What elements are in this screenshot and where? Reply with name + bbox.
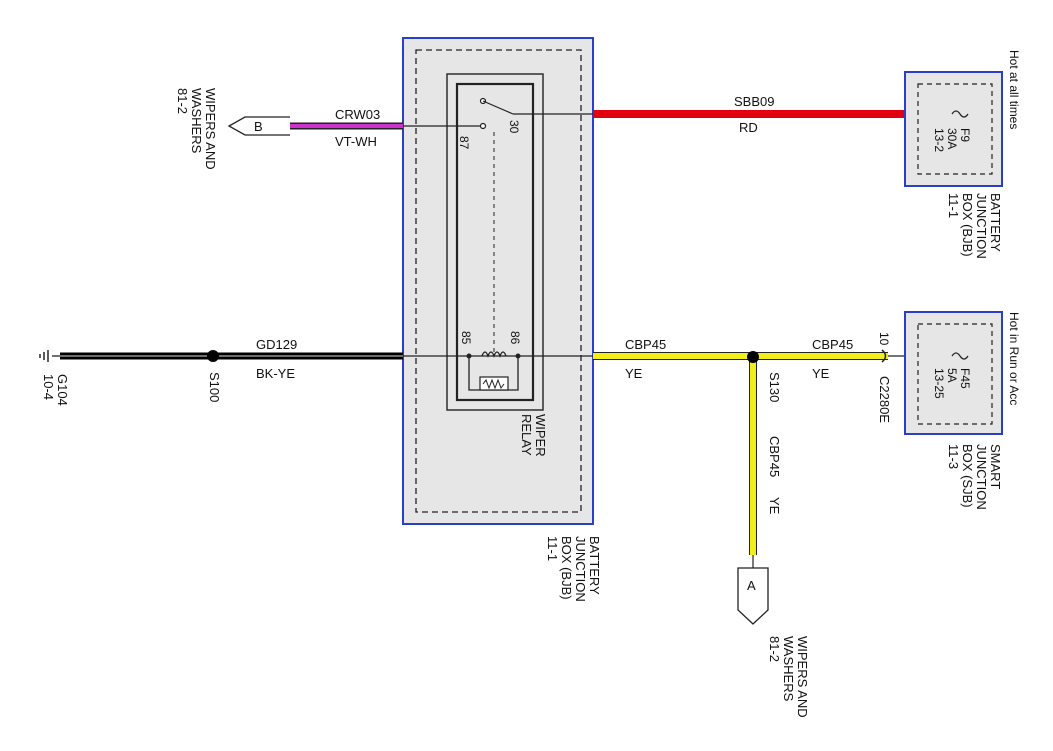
relay-coil-icon [481, 351, 507, 358]
svg-text:WIPER: WIPER [533, 414, 548, 457]
cbp45-mid-circuit-label: CBP45 [625, 337, 666, 352]
svg-text:11-1: 11-1 [545, 536, 560, 561]
cbp45-right-circuit-label: CBP45 [812, 337, 853, 352]
cbp45-down-color-label: YE [767, 497, 782, 515]
cbp45-mid-color-label: YE [625, 366, 643, 381]
svg-text:BATTERY: BATTERY [587, 536, 602, 595]
svg-text:SMART: SMART [988, 444, 1003, 489]
connector-c2280e-pin: 10 [877, 332, 891, 346]
relay-resistor-icon [479, 376, 509, 391]
cbp45-right-color-label: YE [812, 366, 830, 381]
sbb09-circuit-label: SBB09 [734, 94, 774, 109]
ground-g104-label: G104 10-4 [41, 374, 70, 406]
relay-pin-87-dot [479, 122, 487, 130]
relay-pin-86-label: 86 [508, 331, 522, 345]
gd129-color-label: BK-YE [256, 366, 295, 381]
svg-text:11-1: 11-1 [946, 193, 961, 218]
relay-pin-87-label: 87 [457, 136, 471, 150]
svg-text:RELAY: RELAY [519, 414, 534, 456]
splice-s100-label: S100 [207, 372, 222, 402]
connector-a-letter: A [747, 578, 756, 593]
svg-text:WIPERS AND: WIPERS AND [795, 636, 810, 718]
bjb-fuse-box [904, 71, 1003, 187]
svg-text:81-2: 81-2 [175, 88, 190, 114]
svg-text:30A: 30A [945, 128, 959, 149]
wiper-relay-outer [446, 73, 544, 411]
svg-text:81-2: 81-2 [767, 636, 782, 662]
connector-b-label: 81-2 WASHERS WIPERS AND [175, 88, 218, 170]
sjb-fuse-box [904, 311, 1003, 435]
crw03-color-label: VT-WH [335, 134, 377, 149]
sbb09-color-label: RD [739, 120, 758, 135]
f9-feed-label: Hot at all times [1007, 50, 1021, 129]
svg-text:11-3: 11-3 [946, 444, 961, 469]
svg-text:JUNCTION: JUNCTION [974, 444, 989, 510]
connector-b-symbol [227, 116, 290, 136]
svg-text:13-25: 13-25 [932, 368, 946, 399]
sjb-fuse-box-label: SMART JUNCTION BOX (SJB) 11-3 [946, 444, 1003, 510]
svg-text:BOX (SJB): BOX (SJB) [960, 444, 975, 508]
wiper-relay-inner [455, 82, 535, 402]
bjb-fuse-box-label: BATTERY JUNCTION BOX (BJB) 11-1 [946, 193, 1003, 259]
cbp45-down-circuit-label: CBP45 [767, 436, 782, 477]
svg-text:WASHERS: WASHERS [781, 636, 796, 702]
svg-text:F9: F9 [958, 128, 972, 142]
svg-text:BOX (BJB): BOX (BJB) [559, 536, 574, 600]
f45-feed-label: Hot in Run or Acc [1007, 312, 1021, 405]
svg-text:13-2: 13-2 [932, 128, 946, 152]
splice-s100 [207, 350, 219, 362]
svg-text:F45: F45 [958, 368, 972, 389]
bjb-fuse-box-dashed [917, 83, 993, 175]
relay-pin-30-label: 30 [507, 120, 521, 134]
connector-a-symbol [737, 567, 769, 625]
crw03-circuit-label: CRW03 [335, 107, 380, 122]
fuse-f45-label: F45 5A 13-25 [932, 368, 972, 399]
gd129-circuit-label: GD129 [256, 337, 297, 352]
svg-text:G104: G104 [55, 374, 70, 406]
svg-text:5A: 5A [945, 368, 959, 383]
svg-text:JUNCTION: JUNCTION [974, 193, 989, 259]
fuse-f9-label: F9 30A 13-2 [932, 128, 972, 152]
svg-text:WIPERS AND: WIPERS AND [203, 88, 218, 170]
splice-s130 [747, 351, 759, 363]
fuse-f9-icon [951, 110, 969, 118]
sjb-fuse-box-dashed [917, 323, 993, 425]
fuse-f45-icon [951, 352, 969, 360]
bjb-relay-box [402, 37, 594, 525]
connector-c2280e-name: C2280E [877, 376, 892, 423]
wiper-relay-label: WIPER RELAY [519, 414, 548, 457]
svg-text:BATTERY: BATTERY [988, 193, 1003, 252]
svg-text:10-4: 10-4 [41, 374, 56, 400]
connector-a-label: WIPERS AND WASHERS 81-2 [767, 636, 810, 718]
splice-s130-label: S130 [767, 372, 782, 402]
bjb-relay-box-label: BATTERY JUNCTION BOX (BJB) 11-1 [545, 536, 602, 602]
connector-c2280e-symbol [881, 349, 887, 363]
relay-resistor-zigzag [482, 378, 505, 390]
svg-text:WASHERS: WASHERS [189, 88, 204, 154]
svg-text:JUNCTION: JUNCTION [573, 536, 588, 602]
relay-pin-85-label: 85 [459, 331, 473, 345]
relay-switch-arm [482, 100, 514, 115]
bjb-relay-box-dashed [415, 49, 582, 513]
connector-b-letter: B [254, 119, 263, 134]
svg-text:BOX (BJB): BOX (BJB) [960, 193, 975, 257]
